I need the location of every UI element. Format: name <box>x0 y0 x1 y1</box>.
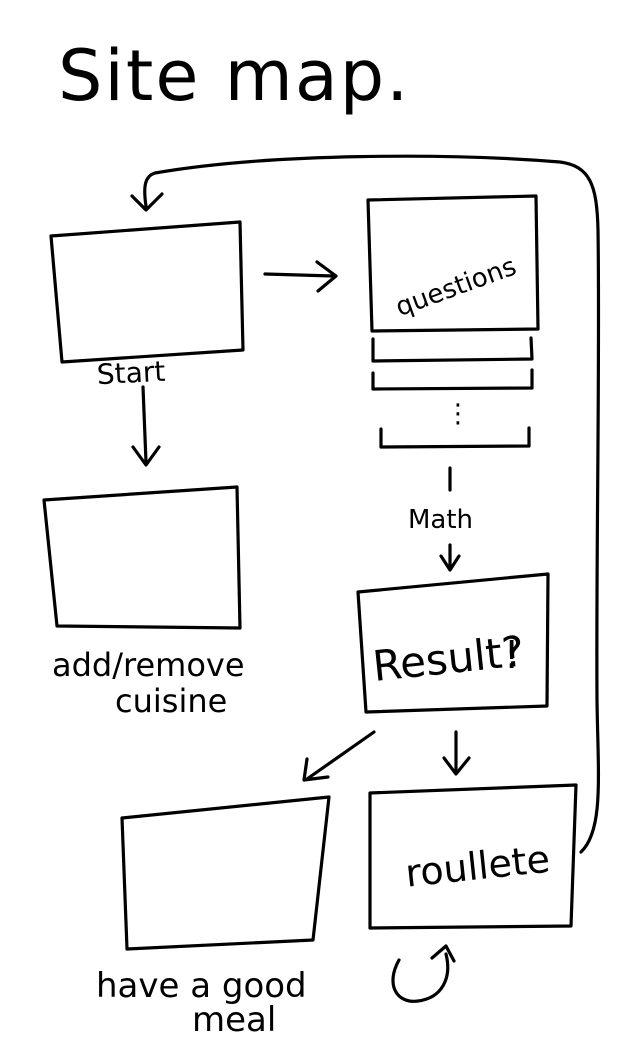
arrow-result-to-roulette <box>442 730 471 776</box>
arrow-result-to-meal <box>302 730 376 782</box>
start-label: Start <box>96 355 166 392</box>
add-remove-label-line2: cuisine <box>115 682 227 720</box>
meal-label-line1: have a good <box>96 966 307 1006</box>
question-page-stack-2 <box>371 368 534 391</box>
arrow-start-to-add-remove <box>131 385 161 467</box>
questions-label: questions <box>392 252 521 323</box>
add-remove-label-line1: add/remove <box>52 646 245 684</box>
loop-arrowhead <box>130 192 164 212</box>
arrow-math-to-result <box>439 543 461 572</box>
add-remove-screen-box <box>42 485 242 630</box>
questions-screen-box <box>366 194 540 333</box>
roulette-screen-box <box>368 783 578 930</box>
loop-roulette-to-start <box>143 154 601 854</box>
roulette-label: roullete <box>403 837 552 896</box>
diagram-title: Site map. <box>58 35 410 117</box>
meal-screen-box <box>120 795 331 951</box>
result-screen-box <box>356 572 550 714</box>
arrow-start-to-questions <box>263 260 338 293</box>
question-page-stack-1 <box>371 336 534 363</box>
roulette-self-loop-arrow <box>391 944 456 1003</box>
question-pages-ellipsis: ⋮ <box>445 399 471 429</box>
result-exclamation: ! <box>504 633 519 677</box>
question-page-stack-last <box>379 426 531 449</box>
meal-label-line2: meal <box>192 1000 276 1040</box>
start-screen-box <box>49 220 245 364</box>
math-label: Math <box>408 505 473 535</box>
